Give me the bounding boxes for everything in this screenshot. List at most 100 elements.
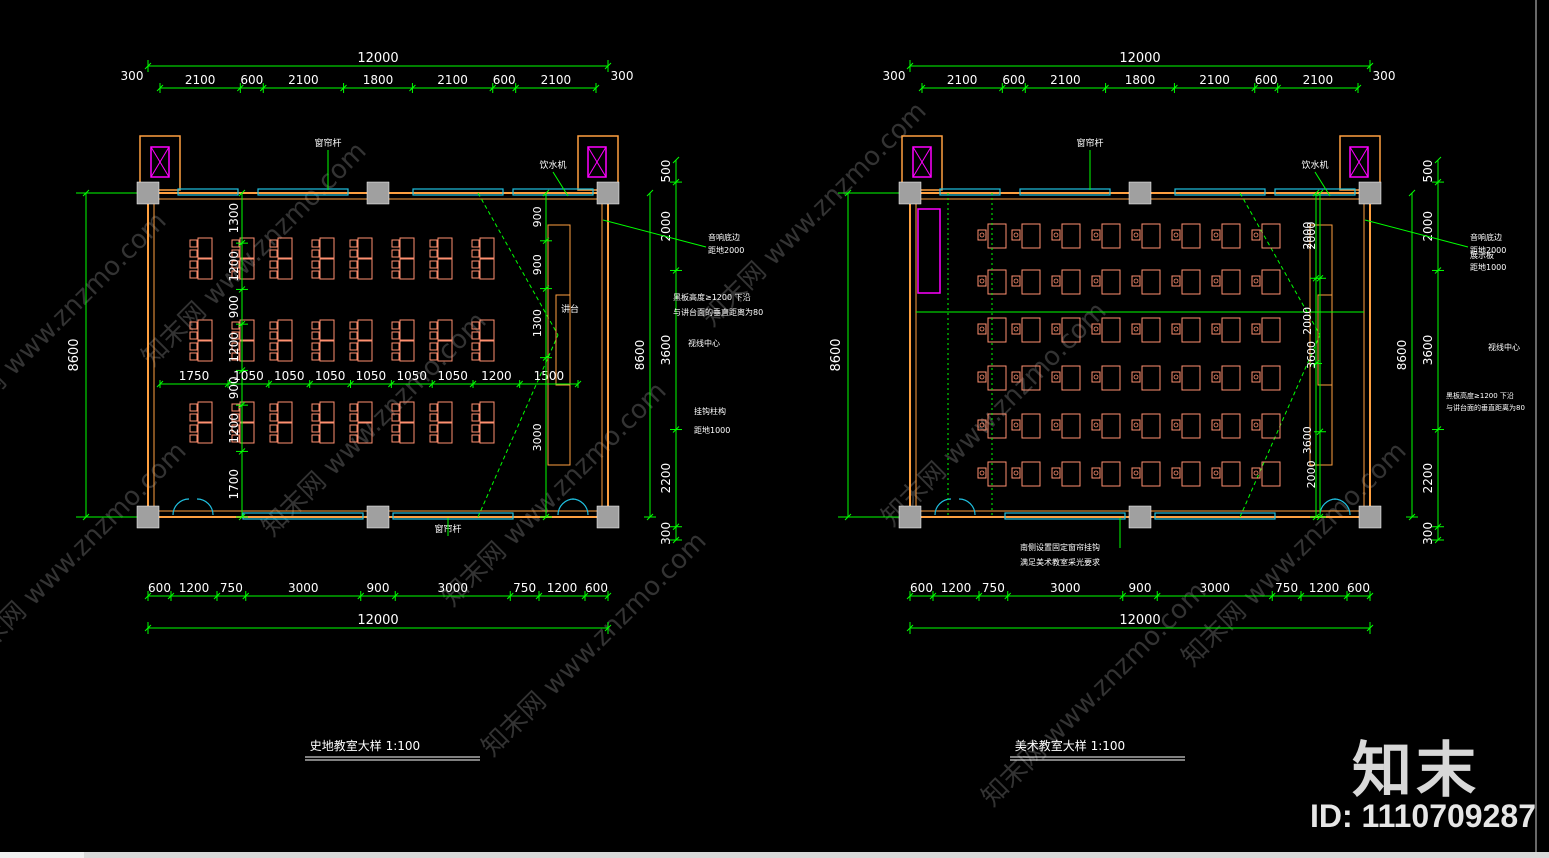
structural-column [596,181,620,205]
desk [319,258,335,280]
easel-desk [987,317,1007,343]
structural-column [596,505,620,529]
chair [429,249,438,258]
dim-value: 2100 [947,73,978,87]
chair [429,331,438,340]
stool [1171,419,1181,431]
chair [429,342,438,351]
chair [391,342,400,351]
window-top [1174,188,1266,196]
stool-seat [1093,232,1099,238]
window-bottom [1154,512,1276,520]
chair [429,434,438,443]
duct-box-left [139,135,181,191]
stool-seat [1053,422,1059,428]
dim-value: 1200 [227,332,241,363]
desk [319,422,335,444]
chair [429,260,438,269]
chair [269,342,278,351]
duct-cross [150,146,170,178]
chair [189,342,198,351]
stool [1131,229,1141,241]
dim-value: 8600 [67,338,82,371]
chair [311,352,320,361]
easel-desk [1141,365,1161,391]
easel-desk [1021,223,1041,249]
label-water: 饮水机 [1301,159,1328,171]
desk [399,258,415,280]
stool [1211,419,1221,431]
desk [277,422,293,444]
easel-desk [1021,365,1041,391]
bottom-scrollbar[interactable] [0,852,1549,858]
stool [1011,323,1021,335]
desk [277,401,293,423]
label-curtain: 窗帘杆 [314,137,341,149]
easel-desk [1021,317,1041,343]
plan-title: 美术教室大样 1:100 [1015,738,1125,753]
dim-value: 1050 [356,369,387,383]
diagonal-watermark: 知末网 www.znzmo.com [0,436,193,672]
chair [269,239,278,248]
easel-desk [1221,223,1241,249]
easel-desk [1221,365,1241,391]
chair [429,403,438,412]
stool [1011,467,1021,479]
dim-value: 1700 [227,469,241,500]
stool-seat [1173,374,1179,380]
dim-value: 900 [531,254,544,275]
chair [231,321,240,330]
bottom-scrollbar-thumb[interactable] [0,852,84,858]
chair [471,249,480,258]
desk [277,237,293,259]
podium-area [547,224,571,466]
structural-column [1128,181,1152,205]
label-board4: 与讲台面的垂直距离为80 [1446,403,1525,412]
chair [429,239,438,248]
dim-value: 1050 [274,369,305,383]
dim-value: 1200 [1309,581,1340,595]
dim-value: 900 [1129,581,1152,595]
desk [197,340,213,362]
stool [977,323,987,335]
dim-value: 3000 [1050,581,1081,595]
chair [231,352,240,361]
easel-desk [1141,269,1161,295]
dim-tick [672,156,680,164]
stool-seat [1173,278,1179,284]
dim-value: 2100 [185,73,216,87]
structural-column [136,505,160,529]
easel-desk [1221,413,1241,439]
dim-tick [1312,189,1320,197]
stool [1211,467,1221,479]
dim-value: 1200 [941,581,972,595]
label-speaker2: 距地2000 [1470,245,1506,255]
stool [1171,323,1181,335]
label-board3: 黑板高度≥1200 下沿 [1446,391,1514,400]
door-swing [1333,498,1351,516]
chair [231,331,240,340]
label-board: 黑板高度≥1200 下沿 [673,292,751,302]
dim-value: 600 [1255,73,1278,87]
chair [391,331,400,340]
leader-line [602,219,707,248]
structural-column [136,181,160,205]
chair [231,270,240,279]
stool [1131,323,1141,335]
stool [1131,371,1141,383]
dim-value: 300 [659,522,673,545]
dim-value: 12000 [357,613,398,628]
chair [311,424,320,433]
chair [269,270,278,279]
chair [231,342,240,351]
easel-desk [1061,413,1081,439]
dim-value: 1050 [396,369,427,383]
chair [391,270,400,279]
easel-desk [1181,223,1201,249]
desk [319,319,335,341]
duct-magenta-left [150,146,170,178]
stool [1011,371,1021,383]
sink-counter [917,208,941,294]
stool-seat [979,422,985,428]
